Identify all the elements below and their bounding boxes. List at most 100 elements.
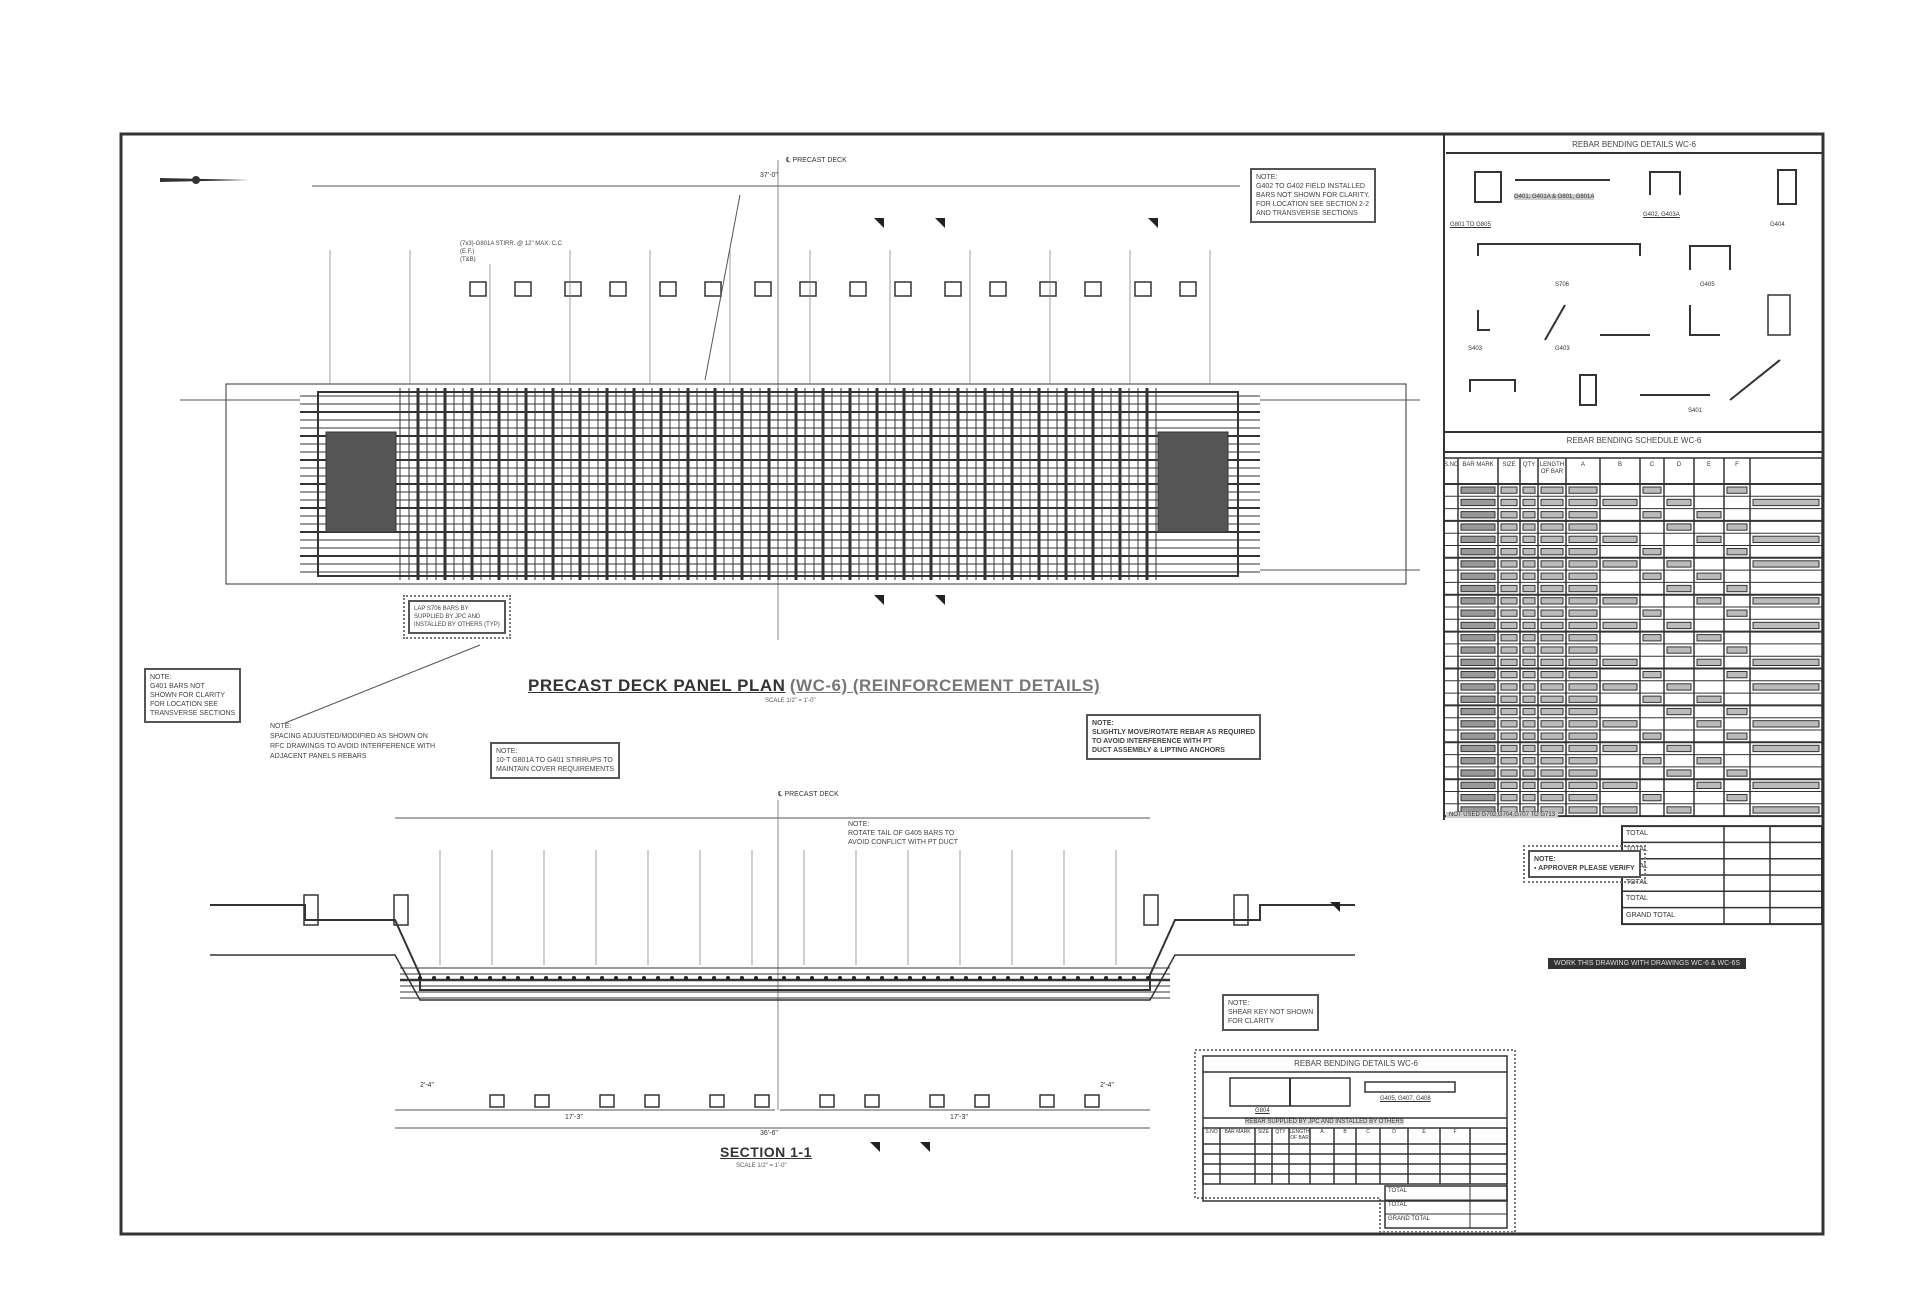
section-title-text: SECTION 1-1 xyxy=(720,1144,812,1160)
table-cell-text xyxy=(1500,757,1518,765)
table-cell-text xyxy=(1726,548,1748,556)
schedule-column-header: A xyxy=(1580,462,1585,468)
pocket-symbol xyxy=(929,1094,945,1108)
table-cell-text xyxy=(1752,806,1820,814)
table-cell-text xyxy=(1726,486,1748,494)
table-cell-text xyxy=(1460,597,1496,605)
table-cell-text xyxy=(1540,609,1564,617)
table-cell-text xyxy=(1500,744,1518,753)
schedule-column-header: F xyxy=(1735,462,1739,468)
note-head: NOTE: xyxy=(1256,174,1278,181)
table-cell-text xyxy=(1568,683,1598,691)
table-cell-text xyxy=(1568,498,1598,507)
rebar-dot xyxy=(1090,976,1094,980)
shear-connector xyxy=(1143,894,1159,926)
table-cell-text xyxy=(1642,486,1662,494)
shear-connector xyxy=(1233,894,1249,926)
table-cell-text xyxy=(1540,486,1564,494)
table-cell-text xyxy=(1666,683,1692,691)
rebar-dot xyxy=(1118,976,1122,980)
rebar-dot xyxy=(754,976,758,980)
table-cell-text xyxy=(1500,634,1518,642)
table-cell-text xyxy=(1568,671,1598,679)
table-cell-text xyxy=(1568,523,1598,531)
schedule-column-header: LENGTH OF BAR xyxy=(1539,462,1565,475)
table-cell-text xyxy=(1500,560,1518,568)
table-cell-text xyxy=(1540,597,1564,605)
pocket-symbol xyxy=(704,281,722,297)
plan-callout-lap: LAP S706 BARS BY SUPPLIED BY JPC AND INS… xyxy=(403,595,511,639)
table-cell-text xyxy=(1522,720,1536,728)
pocket-symbol xyxy=(974,1094,990,1108)
bar-shape-bent xyxy=(1544,304,1566,341)
bar-shape-l xyxy=(1477,310,1490,331)
table-cell-text xyxy=(1642,671,1662,679)
table-cell-text xyxy=(1568,646,1598,654)
table-cell-text xyxy=(1522,597,1536,605)
note-line: AND TRANSVERSE SECTIONS xyxy=(1256,210,1358,217)
schedule-column-header: BAR MARK xyxy=(1462,462,1494,468)
table-cell-text xyxy=(1460,498,1496,507)
pocket-symbol xyxy=(644,1094,660,1108)
pocket-symbol xyxy=(944,281,962,297)
bending-2-column-header: QTY xyxy=(1275,1129,1286,1135)
pocket-symbol xyxy=(894,281,912,297)
schedule-column-header: B xyxy=(1617,462,1622,468)
table-cell-text xyxy=(1666,769,1692,777)
note-line: ▪ APPROVER PLEASE VERIFY xyxy=(1534,865,1635,872)
table-cell-text xyxy=(1500,548,1518,556)
table-cell-text xyxy=(1726,584,1748,593)
rebar-dot xyxy=(1146,976,1150,980)
table-cell-text xyxy=(1500,498,1518,507)
section-cut-marker-icon xyxy=(874,595,884,605)
table-cell-text xyxy=(1540,548,1564,556)
table-cell-text xyxy=(1522,732,1536,740)
rebar-dot xyxy=(558,976,562,980)
table-cell-text xyxy=(1540,671,1564,679)
pocket-symbol xyxy=(799,281,817,297)
section-centerline-label: ℄ PRECAST DECK xyxy=(778,791,839,798)
pocket-symbol xyxy=(1084,281,1102,297)
rebar-dot xyxy=(740,976,744,980)
table-cell-text xyxy=(1460,572,1496,580)
schedule-total-label: GRAND TOTAL xyxy=(1626,911,1676,919)
bend-label-7: G403 xyxy=(1555,346,1570,352)
table-cell-text xyxy=(1540,646,1564,654)
table-cell-text xyxy=(1522,511,1536,519)
shear-connector xyxy=(303,894,319,926)
table-cell-text xyxy=(1500,671,1518,679)
plan-overall-dim: 37'-0" xyxy=(760,172,778,179)
rebar-dot xyxy=(1006,976,1010,980)
rebar-dot xyxy=(1020,976,1024,980)
pocket-symbol xyxy=(864,1094,880,1108)
table-cell-text xyxy=(1642,572,1662,580)
pocket-symbol xyxy=(1134,281,1152,297)
table-cell-text xyxy=(1568,695,1598,703)
table-cell-text xyxy=(1602,535,1638,544)
bar-shape-closed xyxy=(1767,294,1791,336)
table-cell-text xyxy=(1460,523,1496,531)
section-dim-end-right: 2'-4" xyxy=(1100,1082,1114,1089)
table-cell-text xyxy=(1500,535,1518,544)
table-cell-text xyxy=(1500,584,1518,593)
table-cell-text xyxy=(1568,486,1598,494)
bar-shape-closed xyxy=(1579,374,1597,406)
note-line: ADJACENT PANELS REBARS xyxy=(270,753,367,760)
section-scale: SCALE 1/2" = 1'-0" xyxy=(736,1163,787,1169)
note-line: TRANSVERSE SECTIONS xyxy=(150,710,236,717)
table-cell-text xyxy=(1752,683,1820,691)
table-cell-text xyxy=(1752,658,1820,667)
panel-outline xyxy=(225,383,1407,585)
section-view xyxy=(210,800,1355,1152)
note-line: 10-T G801A TO G401 STIRRUPS TO xyxy=(496,757,613,764)
leader-line xyxy=(284,644,481,724)
table-cell-text xyxy=(1460,621,1496,630)
table-cell-text xyxy=(1666,621,1692,630)
bar-shape-bent xyxy=(1729,359,1781,401)
table-cell-text xyxy=(1752,560,1820,568)
table-cell-text xyxy=(1568,720,1598,728)
note-line: TO AVOID INTERFERENCE WITH PT xyxy=(1092,738,1213,745)
table-cell-text xyxy=(1540,535,1564,544)
table-cell-text xyxy=(1522,757,1536,765)
table-cell-text xyxy=(1602,720,1638,728)
